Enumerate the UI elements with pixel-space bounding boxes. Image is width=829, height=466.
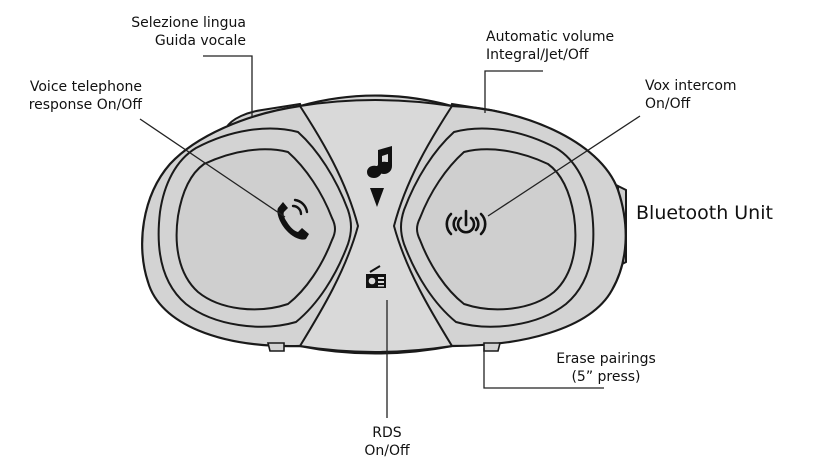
label-rds-line2: On/Off	[364, 443, 410, 459]
left-pad-rim	[157, 127, 352, 328]
label-erase-pairings-line1: Erase pairings	[556, 351, 656, 367]
label-vox-intercom-line1: Vox intercom	[645, 78, 737, 94]
label-erase-pairings-line2: (5” press)	[571, 369, 641, 385]
down-triangle-icon	[370, 188, 384, 207]
center-strip	[298, 99, 454, 353]
label-bluetooth-unit: Bluetooth Unit	[636, 202, 773, 224]
label-selezione-line2: Guida vocale	[154, 33, 246, 49]
leader-erase	[483, 348, 604, 389]
leader-selezione	[203, 55, 253, 117]
label-rds-line1: RDS	[372, 425, 402, 441]
radio-icon	[366, 265, 386, 288]
bottom-left-nub	[266, 342, 285, 352]
bottom-right-nub	[483, 342, 502, 352]
label-voice-telephone: Voice telephone response On/Off	[14, 78, 142, 114]
leader-voice-telephone	[139, 118, 286, 218]
label-rds: RDS On/Off	[347, 424, 427, 460]
label-erase-pairings: Erase pairings (5” press)	[544, 350, 668, 386]
label-selezione: Selezione lingua Guida vocale	[100, 14, 246, 50]
music-note-icon	[367, 146, 392, 178]
phone-icon	[277, 198, 309, 240]
left-pad	[175, 148, 336, 311]
label-automatic-volume-line1: Automatic volume	[486, 29, 615, 45]
label-selezione-line1: Selezione lingua	[131, 15, 246, 31]
label-automatic-volume-line2: Integral/Jet/Off	[486, 47, 589, 63]
leader-vox	[487, 115, 641, 217]
vox-power-icon	[445, 209, 487, 236]
label-voice-telephone-line1: Voice telephone	[29, 79, 142, 95]
label-vox-intercom-line2: On/Off	[645, 96, 691, 112]
right-pad-rim	[400, 127, 595, 328]
label-voice-telephone-line2: response On/Off	[28, 97, 142, 113]
right-pad	[416, 148, 577, 311]
label-vox-intercom: Vox intercom On/Off	[645, 77, 737, 113]
leader-automatic-volume	[484, 70, 543, 113]
label-automatic-volume: Automatic volume Integral/Jet/Off	[486, 28, 614, 64]
leader-lines	[139, 55, 641, 418]
